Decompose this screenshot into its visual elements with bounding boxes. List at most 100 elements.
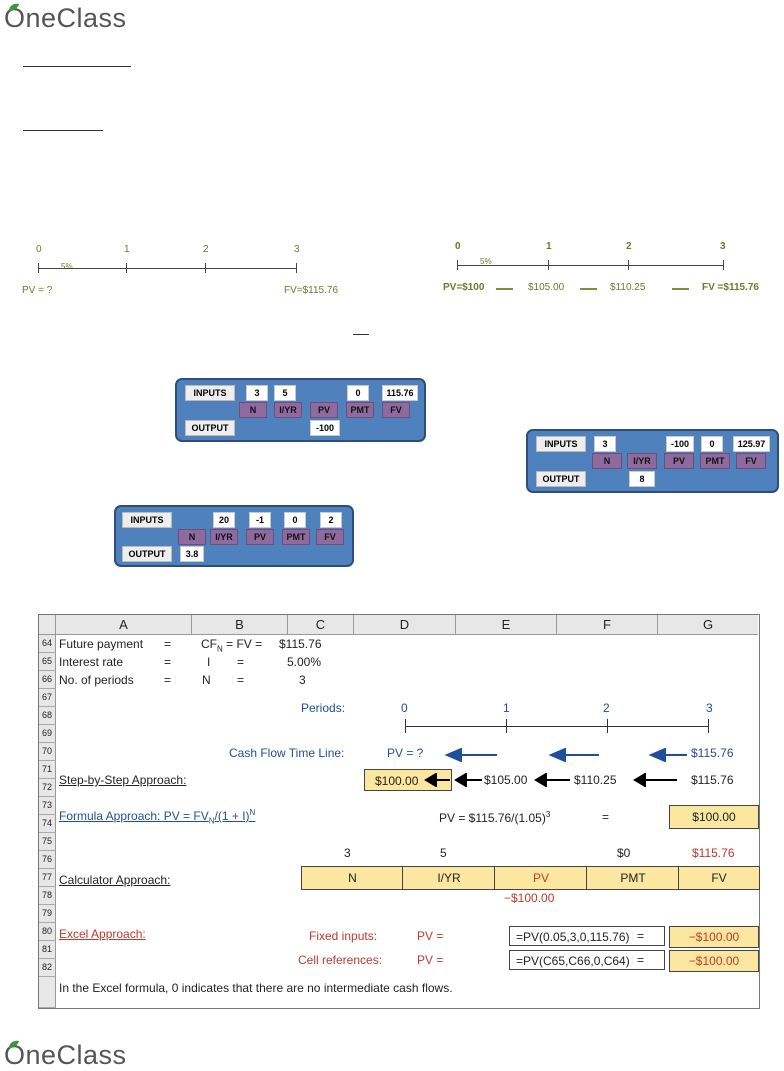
fixed-formula-box[interactable]: =PV(0.05,3,0,115.76) [509, 926, 665, 946]
input-iyr: 5 [274, 385, 296, 401]
row-number[interactable]: 79 [39, 905, 56, 923]
output-label: OUTPUT [122, 546, 172, 562]
key-n: N [239, 402, 267, 418]
row-number[interactable]: 77 [39, 869, 56, 887]
row-number[interactable]: 72 [39, 779, 56, 797]
input-fv: 115.76 [382, 385, 418, 401]
row-number[interactable]: 68 [39, 707, 56, 725]
formula-eq: = [602, 810, 610, 824]
period-1: 1 [503, 701, 510, 715]
formula-result-box: $100.00 [669, 805, 759, 829]
cell-b64: CFN = FV = [201, 637, 262, 653]
formula-text-body: PV = $115.76/(1.05) [439, 811, 546, 825]
cell-eq: = [164, 673, 172, 687]
tl-left-period: 1 [124, 244, 130, 255]
key-fv: FV [382, 402, 410, 418]
formula-label-text: Formula Approach: PV = FV [59, 809, 209, 823]
key-fv: FV [736, 453, 766, 469]
row-number[interactable]: 70 [39, 743, 56, 761]
col-header-c[interactable]: C [288, 615, 354, 635]
cf-subscript: N [217, 644, 223, 654]
row-number[interactable]: 67 [39, 689, 56, 707]
cell-eq: = [237, 655, 245, 669]
input-pmt: 0 [284, 512, 306, 528]
calc-key-pmt: PMT [586, 866, 680, 890]
calculator-box-1: INPUTS 3 5 0 115.76 N I/YR PV PMT FV OUT… [175, 378, 426, 442]
ref-eq: = [637, 953, 645, 967]
row-number[interactable]: 76 [39, 851, 56, 869]
col-header-b[interactable]: B [192, 615, 288, 635]
ref-formula-box[interactable]: =PV(C65,C66,0,C64) [509, 950, 665, 970]
tl-tick [548, 260, 549, 270]
row-number[interactable]: 66 [39, 671, 56, 689]
calculator-box-3: INPUTS 20 -1 0 2 N I/YR PV PMT FV OUTPUT… [114, 505, 354, 567]
row-number[interactable]: 73 [39, 797, 56, 815]
tl-right-period: 1 [546, 241, 552, 252]
cf-text: CF [201, 637, 217, 651]
tl-right-line [457, 265, 724, 266]
input-fv: 2 [320, 512, 342, 528]
cftl-arrows [444, 748, 687, 762]
period-tick [607, 719, 608, 733]
period-tick [708, 719, 709, 733]
key-iyr: I/YR [274, 402, 302, 418]
col-header-e[interactable]: E [456, 615, 557, 635]
row-number[interactable]: 82 [39, 959, 56, 977]
output-value: 8 [629, 471, 655, 487]
fixed-formula: =PV(0.05,3,0,115.76) [516, 930, 630, 944]
col-header-f[interactable]: F [557, 615, 658, 635]
period-line [405, 726, 709, 727]
tl-tick [126, 263, 127, 273]
tl-tick [205, 263, 206, 273]
row-number[interactable]: 65 [39, 653, 56, 671]
key-pv: PV [310, 402, 338, 418]
calc-key-iyr: I/YR [402, 866, 496, 890]
col-header-g[interactable]: G [658, 615, 758, 635]
input-iyr: 20 [213, 512, 235, 528]
row-number[interactable]: 78 [39, 887, 56, 905]
fixed-inputs-label: Fixed inputs: [309, 929, 378, 943]
row-number-empty [39, 977, 56, 1008]
row-number[interactable]: 74 [39, 815, 56, 833]
step-value-3: $115.76 [691, 773, 734, 787]
cftl-pv: PV = ? [387, 746, 424, 760]
period-3: 3 [706, 701, 713, 715]
tl-left-line [38, 268, 297, 269]
step-arrow [454, 773, 482, 787]
tl-left-period: 0 [36, 244, 42, 255]
oneclass-logo-top: OneClass [4, 3, 127, 34]
col-header-a[interactable]: A [56, 615, 192, 635]
row-number[interactable]: 69 [39, 725, 56, 743]
calc-input-pmt: $0 [617, 846, 631, 860]
calc-input-fv: $115.76 [692, 846, 735, 860]
cell-references-label: Cell references: [298, 953, 383, 967]
row-number[interactable]: 64 [39, 635, 56, 653]
tl-dash [672, 288, 689, 290]
tl-right-value: $110.25 [610, 282, 646, 293]
logo-text: OneClass [4, 3, 127, 33]
input-pv: -100 [666, 436, 694, 452]
ref-pv-label: PV = [417, 953, 444, 967]
tl-dash [580, 288, 597, 290]
row-number[interactable]: 81 [39, 941, 56, 959]
header-rule-1 [23, 66, 131, 67]
key-pv: PV [246, 529, 274, 545]
cftl-label: Cash Flow Time Line: [229, 746, 345, 760]
step-arrow [534, 773, 570, 787]
tl-right-period: 0 [455, 241, 461, 252]
formula-label-sub: N [208, 816, 215, 826]
cell-c64: $115.76 [279, 637, 322, 651]
tl-tick [296, 263, 297, 273]
col-header-d[interactable]: D [354, 615, 456, 635]
ref-result-box: −$100.00 [669, 950, 759, 972]
tl-right-period: 3 [720, 241, 726, 252]
step-arrow [633, 773, 677, 787]
row-number[interactable]: 75 [39, 833, 56, 851]
input-fv: 125.97 [733, 436, 770, 452]
key-n: N [592, 453, 622, 469]
row-number[interactable]: 80 [39, 923, 56, 941]
row-number[interactable]: 71 [39, 761, 56, 779]
cell-a65: Interest rate [59, 655, 124, 669]
key-pv: PV [664, 453, 694, 469]
fv-text: = FV = [226, 637, 263, 651]
